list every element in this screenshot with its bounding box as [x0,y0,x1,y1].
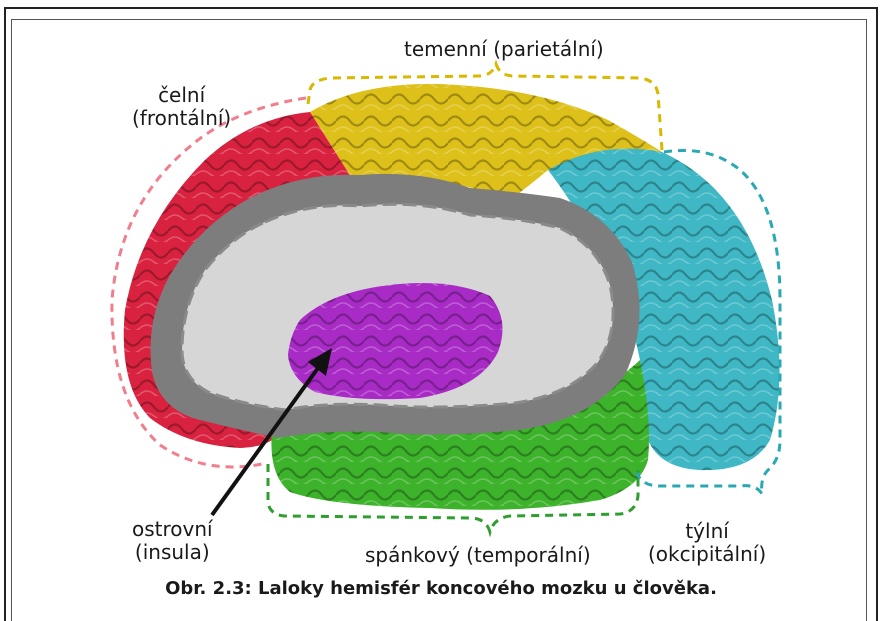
occipital-label-line2: (okcipitální) [648,543,766,566]
temporal-label: spánkový (temporální) [365,544,591,567]
frontal-label-line2: (frontální) [132,107,231,130]
insula-label: ostrovní (insula) [132,518,213,564]
frontal-label: čelní (frontální) [132,84,231,130]
figure-caption: Obr. 2.3: Laloky hemisfér koncového mozk… [0,578,882,599]
insula-label-line2: (insula) [132,541,213,564]
insula-label-line1: ostrovní [132,518,213,541]
occipital-label-line1: týlní [648,520,766,543]
parietal-label: temenní (parietální) [404,38,604,61]
occipital-label: týlní (okcipitální) [648,520,766,566]
frontal-label-line1: čelní [132,84,231,107]
